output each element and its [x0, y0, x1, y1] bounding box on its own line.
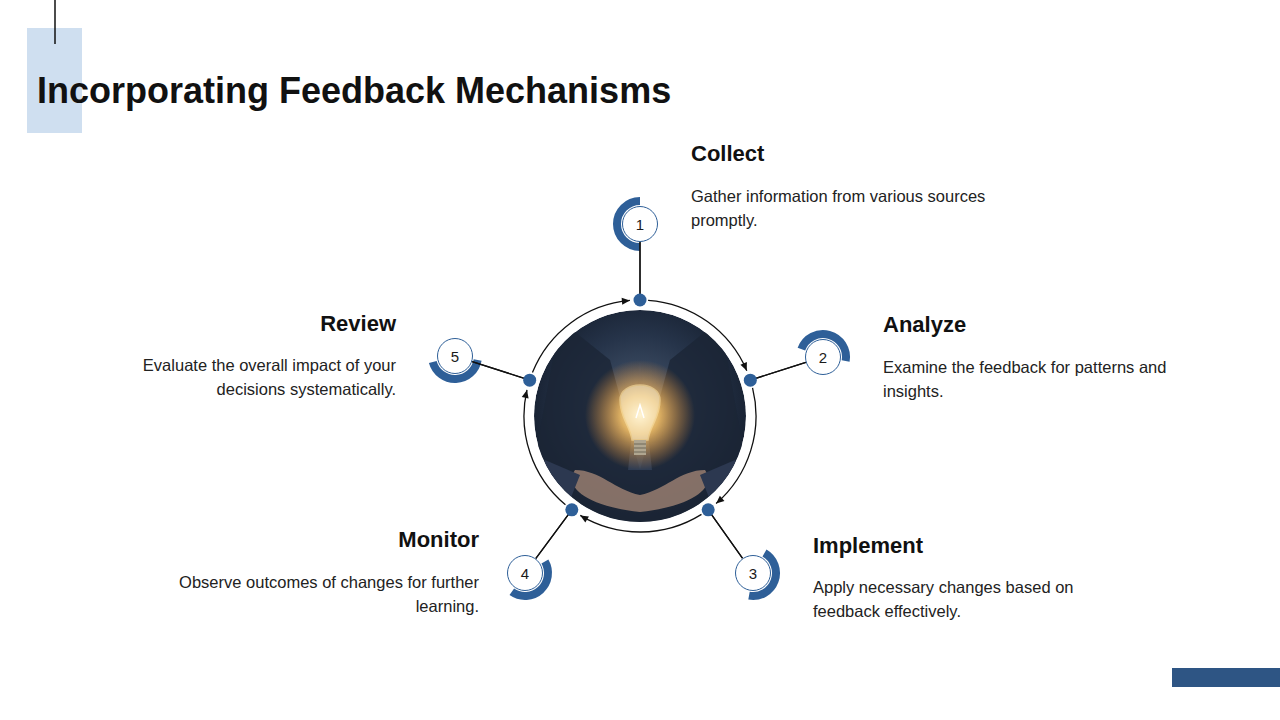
- arrowhead: [716, 496, 724, 504]
- connector-line: [640, 242, 806, 380]
- arrowhead: [622, 298, 630, 305]
- step-heading: Review: [320, 311, 396, 337]
- arrowhead: [580, 515, 589, 522]
- connector-line: [708, 362, 806, 558]
- ring-dot: [634, 294, 647, 307]
- lightbulb-photo: [520, 310, 760, 540]
- step-circle: 4MonitorObserve outcomes of changes for …: [507, 555, 543, 591]
- step-circle: 3ImplementApply necessary changes based …: [735, 555, 771, 591]
- title-rule: [54, 0, 56, 44]
- step-heading: Monitor: [398, 527, 479, 553]
- step-circle: 5ReviewEvaluate the overall impact of yo…: [437, 338, 473, 374]
- ring-dot: [565, 503, 578, 516]
- ring-dot: [702, 503, 715, 516]
- step-description: Gather information from various sources …: [691, 184, 1031, 232]
- connector-line: [472, 242, 640, 380]
- step-description: Evaluate the overall impact of your deci…: [96, 353, 396, 401]
- step-number: 3: [736, 556, 770, 590]
- cycle-connector: [472, 242, 640, 380]
- corner-bar: [1172, 668, 1280, 687]
- step-number: 2: [806, 340, 840, 374]
- step-description: Observe outcomes of changes for further …: [179, 570, 479, 618]
- step-number: 4: [508, 556, 542, 590]
- step-heading: Collect: [691, 141, 764, 167]
- step-description: Examine the feedback for patterns and in…: [883, 355, 1213, 403]
- cycle-connector: [472, 362, 572, 559]
- step-number: 5: [438, 339, 472, 373]
- step-circle: 1CollectGather information from various …: [622, 206, 658, 242]
- arrowhead: [522, 390, 529, 399]
- step-circle: 2AnalyzeExamine the feedback for pattern…: [805, 339, 841, 375]
- step-description: Apply necessary changes based on feedbac…: [813, 575, 1113, 623]
- arrowhead: [740, 362, 746, 371]
- ring-dot: [523, 374, 536, 387]
- connector-line: [472, 362, 572, 559]
- step-heading: Implement: [813, 533, 923, 559]
- ring-dot: [744, 374, 757, 387]
- step-heading: Analyze: [883, 312, 966, 338]
- cycle-connector: [640, 242, 806, 380]
- title: Incorporating Feedback Mechanisms: [37, 70, 671, 112]
- cycle-connector: [708, 362, 806, 558]
- step-number: 1: [623, 207, 657, 241]
